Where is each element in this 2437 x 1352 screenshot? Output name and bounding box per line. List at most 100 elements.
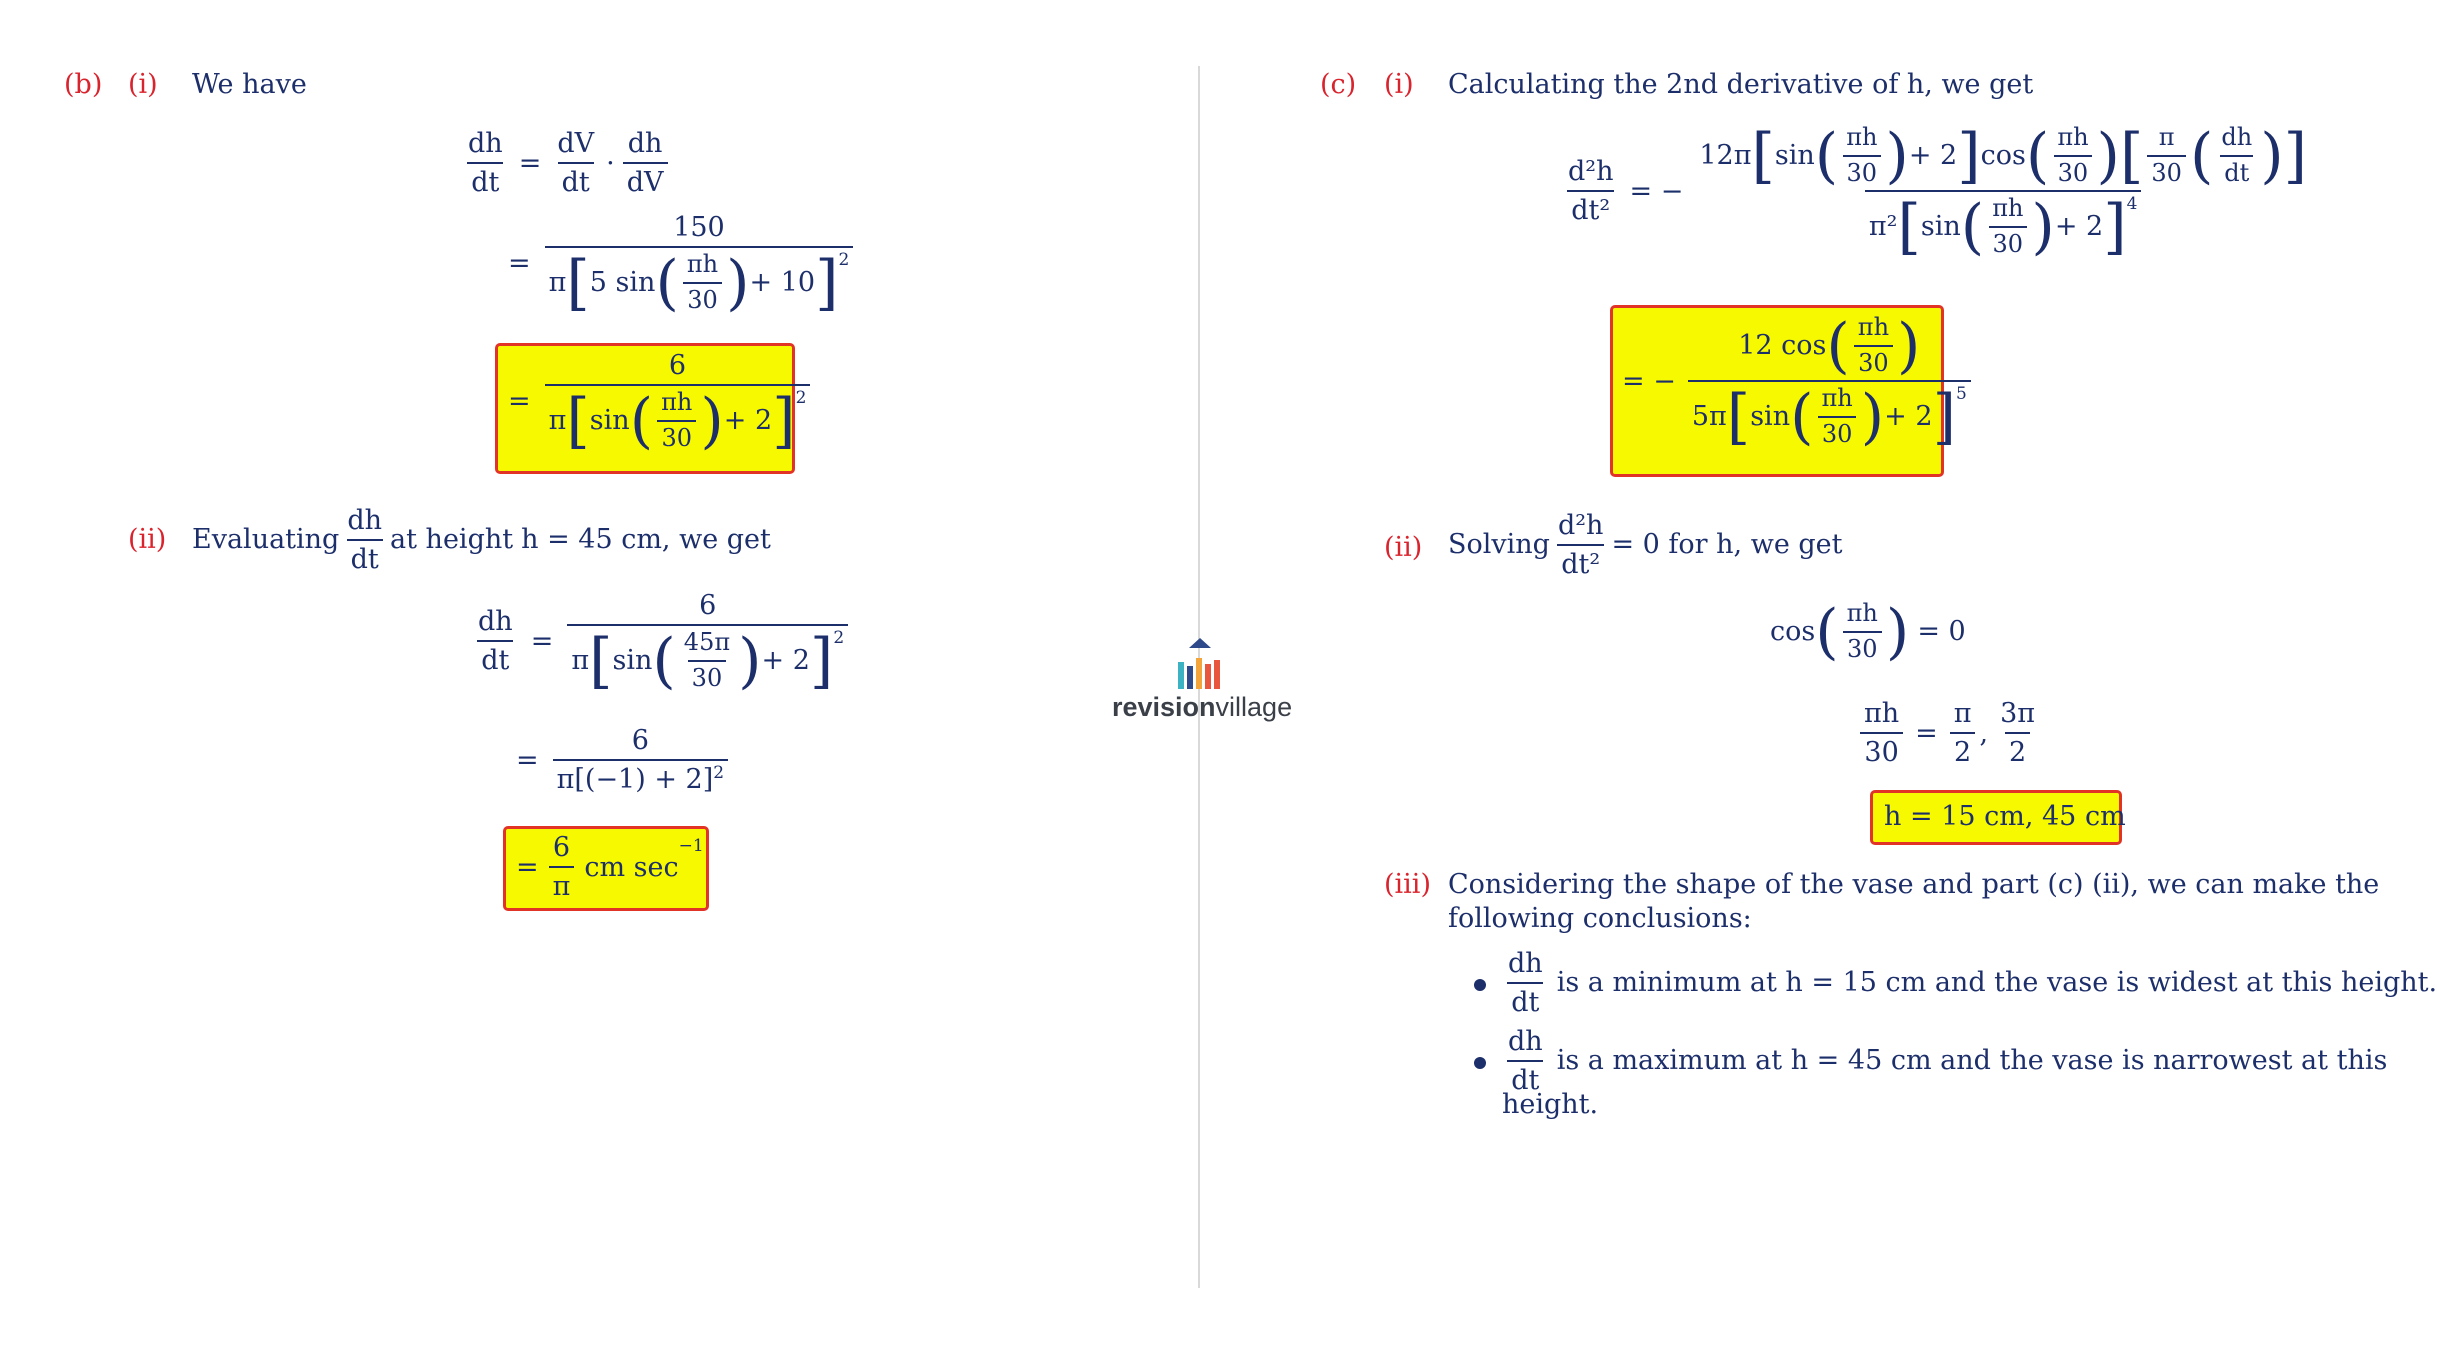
frac-num: dh xyxy=(468,128,503,159)
frac-num: 45π xyxy=(683,628,731,657)
frac-num: d²h xyxy=(1557,510,1604,541)
sin-term: 5 sin xyxy=(589,267,656,299)
frac-num: πh xyxy=(1857,313,1890,341)
frac-num: πh xyxy=(1864,698,1900,729)
part-c-iii-label: (iii) xyxy=(1384,869,1431,900)
exponent: 2 xyxy=(795,388,807,409)
frac-num: 150 xyxy=(673,212,725,243)
frac-den: 30 xyxy=(683,281,722,315)
frac-den: dt² xyxy=(1557,544,1605,580)
exponent: 2 xyxy=(713,763,725,784)
bullet-text: is a minimum at h = 15 cm and the vase i… xyxy=(1556,967,2437,999)
frac-num: πh xyxy=(1846,123,1878,151)
frac-den: 30 xyxy=(2147,154,2186,188)
frac-den: dt xyxy=(467,162,504,198)
part-c-i-label: (i) xyxy=(1384,69,1414,100)
frac-den: 30 xyxy=(657,419,696,453)
unit-text: cm sec xyxy=(584,851,679,883)
frac-den: 30 xyxy=(1817,415,1857,449)
frac-num: 3π xyxy=(2000,698,2036,729)
pi-symbol: π xyxy=(548,267,567,299)
answer-box-c-ii xyxy=(1870,790,2122,845)
frac-den: 30 xyxy=(1842,154,1882,188)
part-b-i-label: (i) xyxy=(128,69,158,100)
frac-num: dh xyxy=(1508,948,1543,979)
frac-num: dh xyxy=(2221,123,2253,151)
calc-text: Calculating the 2nd derivative of h, we … xyxy=(1448,69,2034,100)
frac-num: 6 xyxy=(668,350,687,381)
cos-term: 12 cos xyxy=(1738,330,1827,362)
pi-symbol: π xyxy=(571,645,590,677)
frac-den: dt xyxy=(1507,982,1544,1018)
frac-num: 6 xyxy=(699,590,717,621)
frac-num: dh xyxy=(1508,1026,1543,1057)
bracket-term: π[(−1) + 2] xyxy=(556,764,714,796)
sin-term: sin xyxy=(1750,401,1791,433)
sin-term: sin xyxy=(1774,140,1815,172)
frac-den: dV xyxy=(622,162,668,198)
frac-den: π xyxy=(548,866,575,902)
coef: 12π xyxy=(1699,140,1752,172)
iii-line2: following conclusions: xyxy=(1448,903,1752,934)
statement-text: at height xyxy=(390,524,514,556)
answer-box-b-ii xyxy=(503,826,709,911)
frac-den: dt xyxy=(1507,1060,1544,1096)
statement-text: Solving xyxy=(1448,529,1550,561)
answer-box-b-i xyxy=(495,343,795,474)
sin-term: sin xyxy=(612,645,653,677)
frac-num: πh xyxy=(2057,123,2089,151)
plus-term: + 10 xyxy=(749,267,816,299)
bullet2-continuation: height. xyxy=(1502,1089,1599,1120)
logo-text: revisionvillage xyxy=(1112,692,1292,723)
revision-village-logo: revisionvillage xyxy=(1110,636,1292,726)
we-have-text: We have xyxy=(192,69,307,100)
frac-den: 2 xyxy=(2004,732,2031,768)
frac-num: dh xyxy=(627,128,663,159)
bullet-point xyxy=(1474,1057,1486,1069)
logo-icon xyxy=(1178,638,1220,689)
coef: π² xyxy=(1868,211,1898,243)
frac-den: 30 xyxy=(1988,225,2028,259)
statement-text: h = 45 cm, we get xyxy=(521,524,771,556)
eval-step2: = 6 π[(−1) + 2]2 xyxy=(516,725,732,795)
sin-term: sin xyxy=(589,405,630,437)
pi-symbol: π xyxy=(548,405,567,437)
plus-term: + 2 xyxy=(1908,140,1958,172)
frac-num: π xyxy=(2158,123,2175,151)
frac-num: πh xyxy=(686,250,719,279)
part-b-label: (b) xyxy=(64,69,103,100)
iii-line1: Considering the shape of the vase and pa… xyxy=(1448,869,2380,900)
frac-den: 30 xyxy=(1854,344,1893,378)
plus-term: + 2 xyxy=(1884,401,1933,433)
answer-box-c-i xyxy=(1610,305,1944,477)
coef: 5π xyxy=(1691,401,1727,433)
statement-text: = 0 for h, we get xyxy=(1611,529,1843,561)
exponent: 5 xyxy=(1955,384,1967,405)
exponent: 2 xyxy=(838,250,850,271)
plus-term: + 2 xyxy=(2054,211,2104,243)
frac-num: 6 xyxy=(552,832,571,863)
frac-den: dt xyxy=(477,640,514,676)
frac-den: 30 xyxy=(1860,732,1903,768)
frac-num: dh xyxy=(347,505,383,536)
part-b-ii-label: (ii) xyxy=(128,524,167,555)
frac-num: πh xyxy=(661,388,693,417)
frac-den: dt xyxy=(557,162,594,198)
logo-text-bold: revision xyxy=(1112,692,1216,722)
frac-den: dt xyxy=(2220,154,2254,188)
answer-c-ii: h = 15 cm, 45 cm xyxy=(1884,801,2126,832)
statement-text: Evaluating xyxy=(192,524,340,556)
sin-term: sin xyxy=(1920,211,1961,243)
